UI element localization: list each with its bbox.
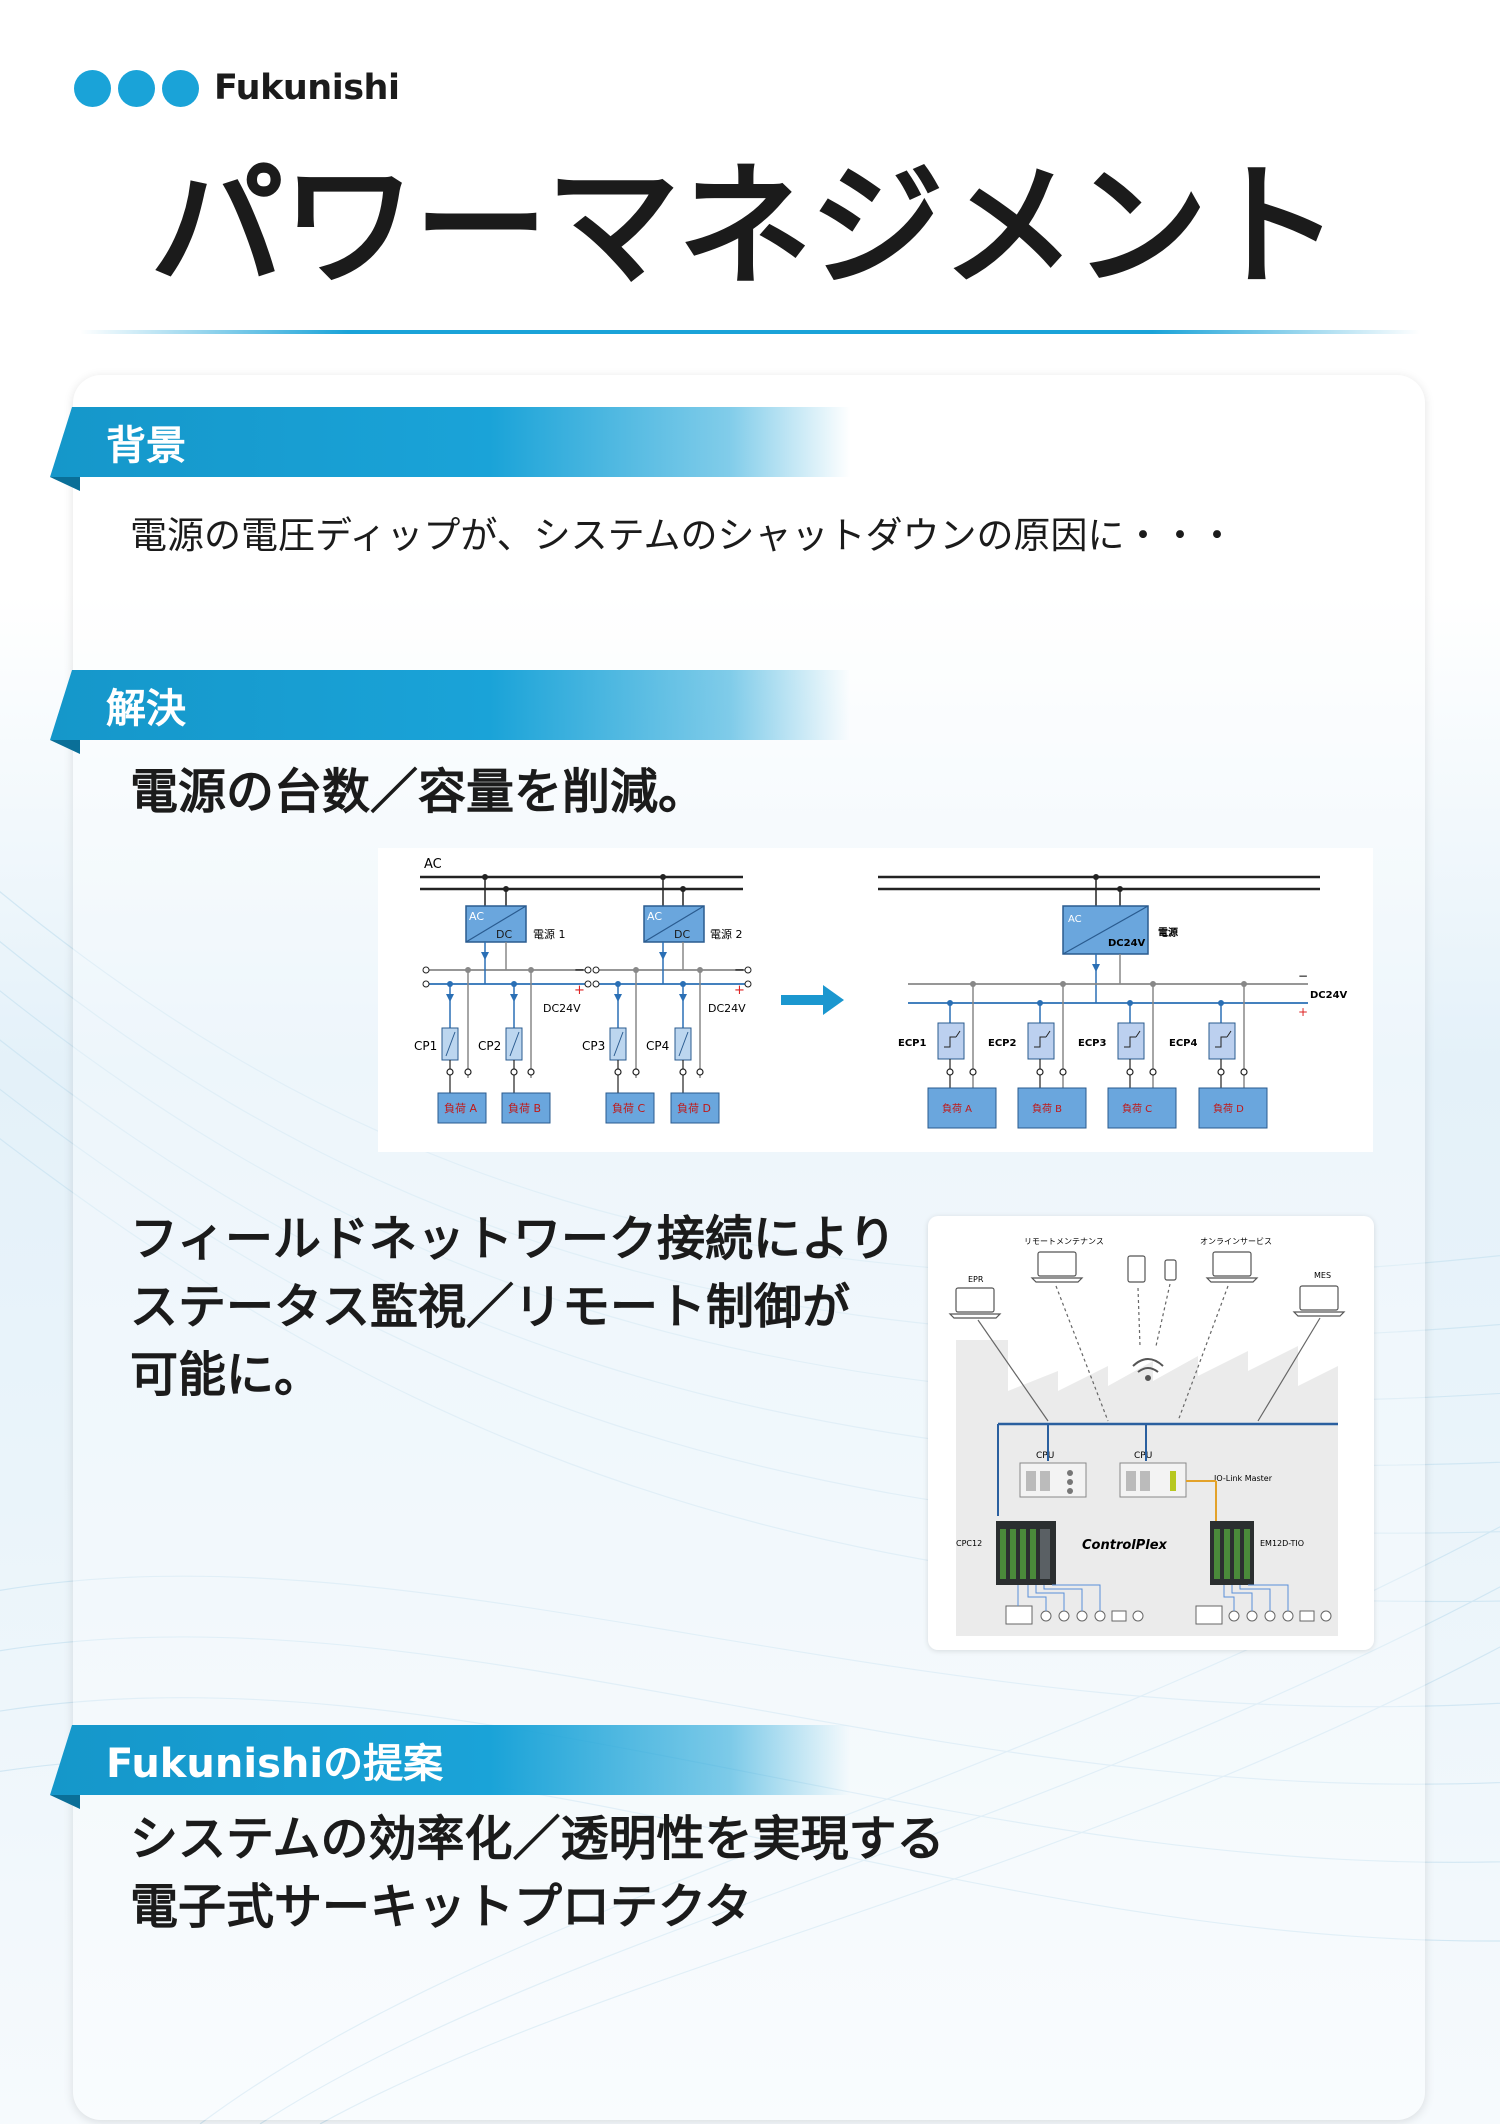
tablet-icon [1127,1255,1146,1283]
psu-ac-label: AC [1068,914,1082,925]
psu-ac-label: AC [469,910,484,923]
logo-dot [162,69,199,107]
laptop-icon [1299,1285,1339,1311]
cp-label: CP3 [582,1039,605,1053]
load-label: 負荷 C [612,1102,645,1115]
cp-label: CP1 [414,1039,437,1053]
laptop-base [1030,1277,1084,1283]
remote-maintenance-label: リモートメンテナンス [1024,1237,1104,1246]
ecp-label: ECP1 [898,1038,926,1049]
online-service-label: オンラインサービス [1200,1237,1272,1246]
cpc12-label: CPC12 [956,1539,982,1548]
logo-wordmark: Fukunishi [214,68,400,108]
logo-dot [118,69,155,107]
arrow-right-icon [781,985,844,1015]
section-heading-label: Fukunishiの提案 [106,1741,444,1787]
ac-label: AC [424,857,442,872]
field-devices [1005,1605,1332,1625]
iolink-label: IO-Link Master [1214,1474,1273,1483]
load-label: 負荷 D [677,1102,711,1115]
section-heading-proposal: Fukunishiの提案 [50,1725,850,1795]
section-heading-background: 背景 [50,407,850,477]
load-label: 負荷 B [508,1102,541,1115]
network-text-line: フィールドネットワーク接続により [130,1211,897,1267]
laptop-icon [955,1287,995,1313]
network-text-line: 可能に。 [130,1347,323,1404]
mes-label: MES [1314,1271,1331,1280]
load-box [501,1092,551,1124]
minus-sign: − [1298,969,1308,983]
network-text-line: ステータス監視／リモート制御が [130,1279,851,1336]
cp-breakers [441,1027,692,1061]
proposal-line: システムの効率化／透明性を実現する [130,1811,945,1867]
cpc12-module [996,1521,1056,1585]
load-box [605,1092,655,1124]
load-box [1198,1087,1268,1129]
plus-sign: + [574,983,585,998]
dc24v-label: DC24V [543,1002,581,1015]
cp-label: CP4 [646,1039,669,1053]
load-label: 負荷 C [1122,1103,1152,1115]
cpu-label: CPU [1036,1451,1054,1461]
psu-dc-label: DC [496,928,512,941]
load-box [1107,1087,1177,1129]
network-diagram-svg: リモートメンテナンス オンラインサービス EPR MES [948,1237,1346,1636]
plus-sign: + [1298,1005,1308,1019]
wifi-icon [1132,1358,1164,1381]
brand-logo: Fukunishi [74,68,400,108]
minus-sign: − [574,963,585,978]
load-box [927,1087,997,1129]
dc24v-label: DC24V [708,1002,746,1015]
plus-sign: + [734,983,745,998]
ecp-label: ECP2 [988,1038,1016,1049]
power-diagram: AC AC DC 電源 1 AC DC 電源 2 − [378,848,1373,1152]
ecp-label: ECP4 [1169,1038,1197,1049]
section-heading-solution: 解決 [50,670,850,740]
ecp-label: ECP3 [1078,1038,1106,1049]
load-label: 負荷 A [444,1102,477,1115]
network-diagram: リモートメンテナンス オンラインサービス EPR MES [928,1216,1374,1650]
load-box [1017,1087,1087,1129]
solution-text: 電源の台数／容量を削減。 [130,764,707,820]
proposal-text: システムの効率化／透明性を実現する 電子式サーキットプロテクタ [130,1805,945,1941]
psu-1-label: 電源 1 [533,927,566,941]
em12d-module [1210,1521,1254,1585]
title-underline [80,330,1420,334]
load-box [437,1092,487,1124]
psu-dc-label: DC [674,928,690,941]
minus-sign: − [734,963,745,978]
controlplex-logo: ControlPlex [1082,1538,1168,1553]
psu-2-label: 電源 2 [710,927,743,941]
laptop-icon [1212,1251,1252,1277]
network-text: フィールドネットワーク接続により ステータス監視／リモート制御が 可能に。 [130,1205,910,1409]
load-label: 負荷 D [1213,1103,1244,1115]
epr-label: EPR [968,1275,984,1284]
psu-ac-label: AC [647,910,662,923]
laptop-icon [1037,1251,1077,1277]
load-label: 負荷 A [942,1103,972,1115]
section-heading-label: 背景 [106,423,186,469]
cp-label: CP2 [478,1039,501,1053]
proposal-line: 電子式サーキットプロテクタ [130,1879,753,1936]
dc24v-label: DC24V [1310,990,1348,1001]
em12d-label: EM12D-TIO [1260,1539,1304,1548]
psu-dc-label: DC24V [1108,938,1146,949]
page-title: パワーマネジメント [150,149,1340,305]
logo-dot [74,69,111,107]
background-text: 電源の電圧ディップが、システムのシャットダウンの原因に・・・ [130,514,1236,557]
cpu-label: CPU [1134,1451,1152,1461]
load-box [670,1092,720,1124]
load-label: 負荷 B [1032,1103,1062,1115]
ecp-breakers [937,1022,1236,1060]
psu-label: 電源 [1158,926,1178,939]
power-diagram-svg: AC AC DC 電源 1 AC DC 電源 2 − [414,857,1348,1129]
phone-icon [1164,1259,1177,1281]
section-heading-label: 解決 [106,686,186,732]
